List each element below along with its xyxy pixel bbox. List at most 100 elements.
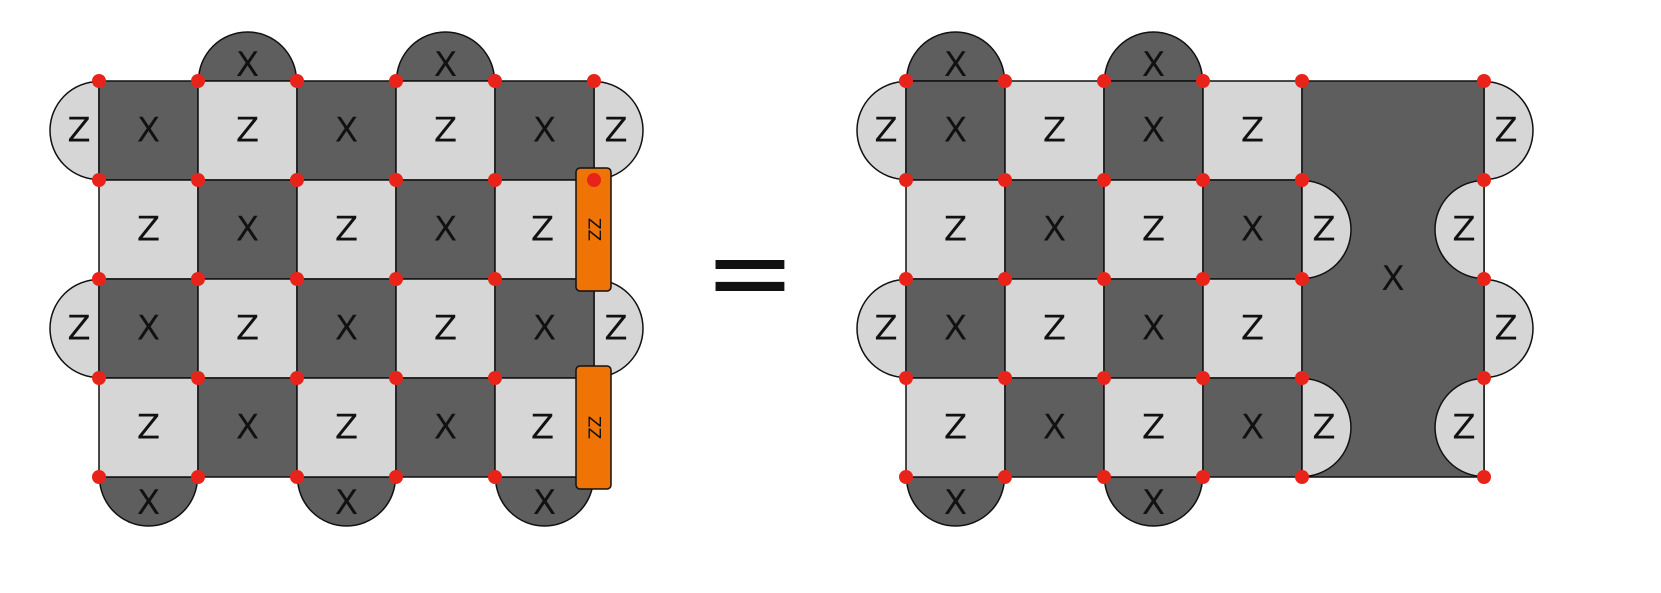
right-qubit-r1c2 [1097, 173, 1111, 187]
left-qubit-r0c2 [290, 74, 304, 88]
right-boundary-left-z-1 [856, 278, 907, 379]
right-face-label-r0c3: Z [1241, 111, 1264, 151]
left-qubit-r1c0 [92, 173, 106, 187]
right-face-label-r0c1: Z [1043, 111, 1066, 151]
right-face-x-r3c1 [1004, 377, 1105, 478]
left-boundary-top-x-0 [197, 31, 298, 82]
right-face-label-r1c1: X [1043, 210, 1066, 250]
right-qubit-r2-edge [1477, 272, 1491, 286]
left-qubit-r4c3 [389, 470, 403, 484]
right-qubit-r1c3 [1196, 173, 1210, 187]
left-boundary-bottom-x-1-label: X [335, 483, 358, 523]
right-inner-left-z-0-label: Z [1312, 210, 1335, 250]
right-face-z-r3c0 [905, 377, 1006, 478]
right-qubit-r0c1 [998, 74, 1012, 88]
right-boundary-left-z-0 [856, 80, 907, 181]
right-face-label-r2c0: X [944, 309, 967, 349]
right-boundary-bottom-x-1 [1103, 476, 1204, 527]
left-boundary-right-z-0-label: Z [604, 111, 627, 151]
right-face-label-r0c2: X [1142, 111, 1165, 151]
left-boundary-bottom-x-0 [98, 476, 199, 527]
left-zz-bar-label-0: ZZ [584, 218, 604, 241]
right-qubit-r4-edge [1477, 470, 1491, 484]
left-face-label-r3c0: Z [137, 408, 160, 448]
right-face-label-r3c0: Z [944, 408, 967, 448]
left-boundary-top-x-0-label: X [236, 45, 259, 85]
right-inner-right-z-0 [1434, 179, 1485, 280]
left-face-z-r1c2 [296, 179, 397, 280]
left-face-z-r3c2 [296, 377, 397, 478]
qubit-layer [92, 74, 1491, 484]
right-qubit-r2c4 [1295, 272, 1309, 286]
left-face-label-r2c3: Z [434, 309, 457, 349]
right-boundary-right-z-1-label: Z [1494, 309, 1517, 349]
right-face-z-r3c2 [1103, 377, 1204, 478]
right-face-label-r2c1: Z [1043, 309, 1066, 349]
left-face-label-r1c4: Z [531, 210, 554, 250]
left-face-x-r1c1 [197, 179, 298, 280]
left-face-label-r2c2: X [335, 309, 358, 349]
left-face-z-r3c0 [98, 377, 199, 478]
left-boundary-left-z-1-label: Z [67, 309, 90, 349]
right-qubit-r0c4 [1295, 74, 1309, 88]
left-face-z-r1c0 [98, 179, 199, 280]
right-boundary-top-x-1-label: X [1142, 45, 1165, 85]
right-face-x-r1c3 [1202, 179, 1303, 280]
right-inner-left-z-1-label: Z [1312, 408, 1335, 448]
right-boundary-bottom-x-0-label: X [944, 483, 967, 523]
left-qubit-r2c1 [191, 272, 205, 286]
left-boundary-bottom-x-1 [296, 476, 397, 527]
right-qubit-r4c4 [1295, 470, 1309, 484]
left-boundary-right-z-1-label: Z [604, 309, 627, 349]
left-face-label-r3c2: Z [335, 408, 358, 448]
left-face-z-r0c3 [395, 80, 496, 181]
left-face-label-r1c3: X [434, 210, 457, 250]
left-zz-bar-0 [575, 167, 612, 292]
right-boundary-right-z-0-label: Z [1494, 111, 1517, 151]
left-face-x-r3c1 [197, 377, 298, 478]
left-qubit-r0c1 [191, 74, 205, 88]
right-face-x-r3c3 [1202, 377, 1303, 478]
right-qubit-r1c4 [1295, 173, 1309, 187]
left-face-z-r2c1 [197, 278, 298, 379]
right-qubit-r0c2 [1097, 74, 1111, 88]
right-qubit-r1-edge [1477, 173, 1491, 187]
right-qubit-r1c1 [998, 173, 1012, 187]
right-qubit-r4c3 [1196, 470, 1210, 484]
right-face-label-r3c2: Z [1142, 408, 1165, 448]
right-face-z-r0c1 [1004, 80, 1105, 181]
left-face-label-r2c1: Z [236, 309, 259, 349]
right-face-label-r2c3: Z [1241, 309, 1264, 349]
left-face-x-r0c0 [98, 80, 199, 181]
left-qubit-r0c0 [92, 74, 106, 88]
right-qubit-r3c0 [899, 371, 913, 385]
right-qubit-r3-edge [1477, 371, 1491, 385]
right-face-z-r1c0 [905, 179, 1006, 280]
right-face-x-r0c2 [1103, 80, 1204, 181]
left-qubit-r0c3 [389, 74, 403, 88]
left-boundary-bottom-x-2 [494, 476, 595, 527]
left-qubit-r1c4 [488, 173, 502, 187]
right-face-label-r1c3: X [1241, 210, 1264, 250]
right-inner-right-z-1-label: Z [1452, 408, 1475, 448]
right-boundary-right-z-0 [1483, 80, 1534, 181]
shape-layer [49, 31, 1534, 527]
left-boundary-left-z-1 [49, 278, 100, 379]
left-face-label-r0c3: Z [434, 111, 457, 151]
right-qubit-r3c3 [1196, 371, 1210, 385]
left-face-label-r0c1: Z [236, 111, 259, 151]
right-face-label-r2c2: X [1142, 309, 1165, 349]
right-face-label-r0c0: X [944, 111, 967, 151]
left-face-x-r1c3 [395, 179, 496, 280]
right-qubit-r0-edge [1477, 74, 1491, 88]
right-qubit-r4c0 [899, 470, 913, 484]
right-boundary-bottom-x-1-label: X [1142, 483, 1165, 523]
right-boundary-right-z-1 [1483, 278, 1534, 379]
left-face-label-r1c2: Z [335, 210, 358, 250]
left-boundary-bottom-x-2-label: X [533, 483, 556, 523]
right-qubit-r3c4 [1295, 371, 1309, 385]
left-boundary-left-z-0 [49, 80, 100, 181]
right-inner-right-z-1 [1434, 377, 1485, 478]
left-face-x-r0c2 [296, 80, 397, 181]
